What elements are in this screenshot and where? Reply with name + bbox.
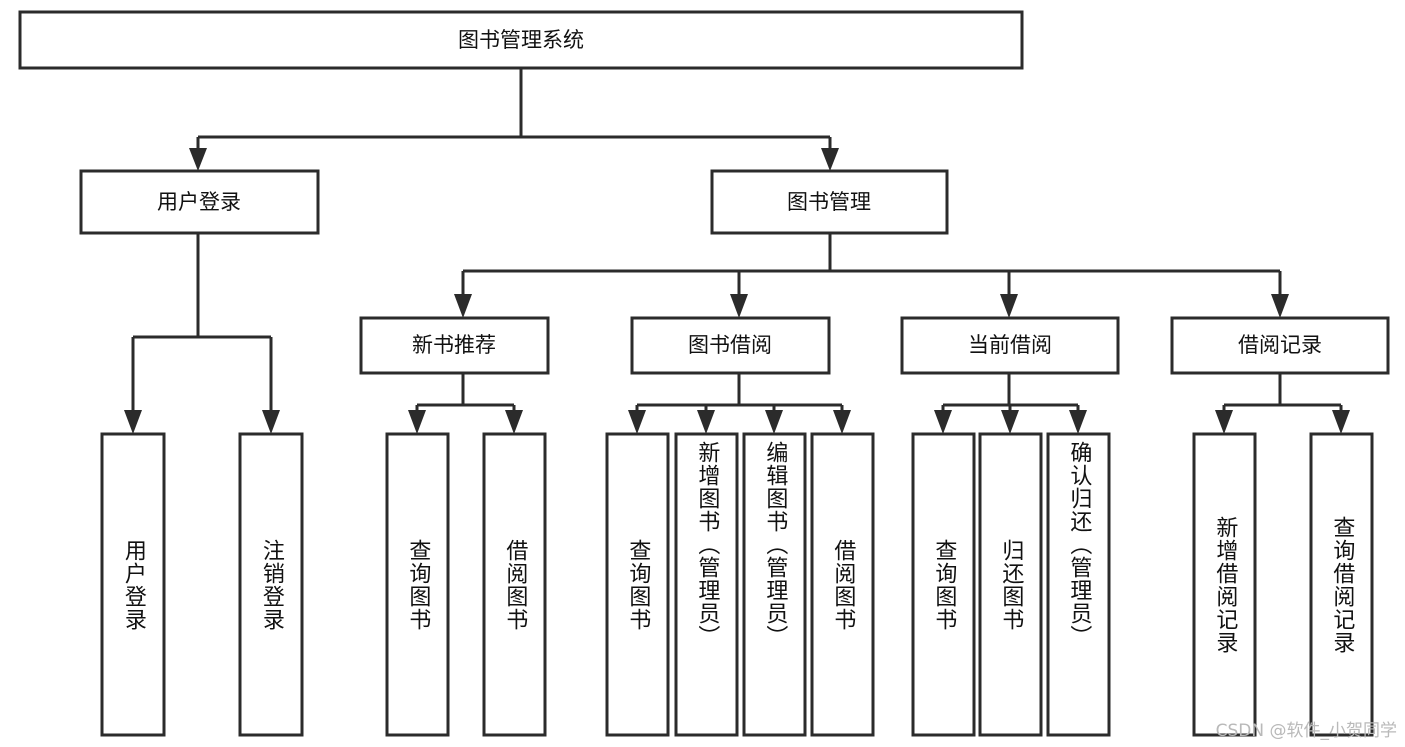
node-book-management[interactable]	[710, 169, 949, 235]
arrow-head-current-leaf-2	[1001, 410, 1019, 434]
watermark: CSDN @软件_小贺同学	[1215, 721, 1397, 741]
arrow-head-level3-4	[1271, 294, 1289, 318]
leaf-box-record-2[interactable]	[1309, 432, 1374, 737]
arrow-head-level3-1	[454, 294, 472, 318]
leaf-box-borrow-2[interactable]	[674, 432, 739, 737]
arrow-head-borrow-leaf-1	[628, 410, 646, 434]
arrow-head-book-mgmt	[821, 148, 839, 171]
arrow-head-current-leaf-1	[934, 410, 952, 434]
arrow-head-newbook-leaf-1	[408, 410, 426, 434]
arrow-head-user-login-leaf-1	[124, 410, 142, 434]
node-book-borrow[interactable]	[630, 316, 831, 375]
arrow-head-borrow-leaf-4	[833, 410, 851, 434]
node-root-label: 图书管理系统	[458, 28, 584, 52]
leaf-box-current-2[interactable]	[978, 432, 1043, 737]
node-book-management-label: 图书管理	[787, 190, 871, 214]
arrow-head-current-leaf-3	[1069, 410, 1087, 434]
leaf-box-borrow-4[interactable]	[810, 432, 875, 737]
arrow-head-newbook-leaf-2	[505, 410, 523, 434]
node-user-login-label: 用户登录	[157, 190, 241, 214]
node-user-login[interactable]	[79, 169, 320, 235]
node-current-borrow[interactable]	[900, 316, 1120, 375]
node-root[interactable]	[18, 10, 1024, 70]
leaf-box-borrow-1[interactable]	[605, 432, 670, 737]
leaf-box-user-login-1[interactable]	[100, 432, 166, 737]
leaf-box-current-1[interactable]	[911, 432, 976, 737]
leaf-box-record-1[interactable]	[1192, 432, 1257, 737]
leaf-box-current-3[interactable]	[1046, 432, 1111, 737]
node-current-borrow-label: 当前借阅	[968, 333, 1052, 357]
arrow-head-record-leaf-2	[1332, 410, 1350, 434]
leaf-box-newbook-2[interactable]	[482, 432, 547, 737]
leaf-box-user-login-2[interactable]	[238, 432, 304, 737]
node-new-book-recommend[interactable]	[359, 316, 550, 375]
leaf-box-borrow-3[interactable]	[742, 432, 807, 737]
arrow-head-level3-2	[730, 294, 748, 318]
node-borrow-record-label: 借阅记录	[1238, 333, 1322, 357]
arrow-head-level3-3	[1000, 294, 1018, 318]
arrow-head-record-leaf-1	[1215, 410, 1233, 434]
node-new-book-recommend-label: 新书推荐	[412, 333, 496, 357]
arrow-head-borrow-leaf-3	[765, 410, 783, 434]
node-book-borrow-label: 图书借阅	[688, 333, 772, 357]
leaf-box-newbook-1[interactable]	[385, 432, 450, 737]
arrow-head-user-login	[189, 148, 207, 171]
arrow-head-user-login-leaf-2	[262, 410, 280, 434]
arrow-head-borrow-leaf-2	[697, 410, 715, 434]
node-borrow-record[interactable]	[1170, 316, 1390, 375]
